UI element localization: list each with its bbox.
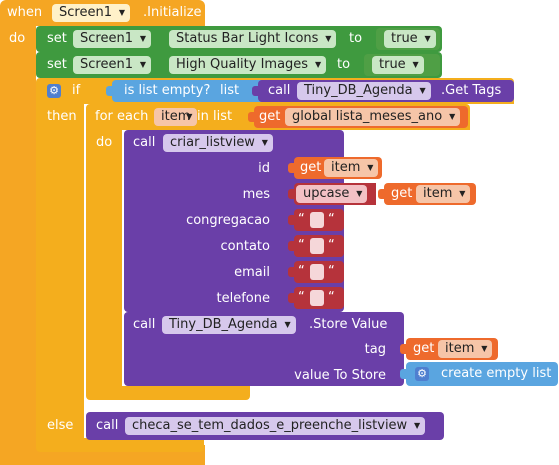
if-block-spine bbox=[36, 104, 84, 444]
param-label-id: id bbox=[258, 161, 270, 176]
property-dropdown-high-quality-images[interactable]: High Quality Images bbox=[169, 56, 327, 74]
create-empty-list-block[interactable] bbox=[406, 362, 558, 386]
puzzle-connector bbox=[288, 215, 294, 225]
to-label: to bbox=[349, 31, 363, 46]
empty-text-field[interactable] bbox=[310, 290, 324, 306]
when-label: when bbox=[7, 5, 43, 20]
puzzle-connector bbox=[400, 369, 406, 379]
procedure-dropdown-checa-se-tem-dados-e-preenche-listview[interactable]: checa_se_tem_dados_e_preenche_listview bbox=[125, 417, 426, 435]
get-label: get bbox=[300, 160, 322, 175]
puzzle-connector bbox=[288, 241, 294, 251]
if-block-footer bbox=[36, 438, 204, 452]
do-label: do bbox=[9, 31, 26, 46]
foreach-do-label: do bbox=[96, 135, 113, 150]
puzzle-connector bbox=[288, 189, 294, 199]
event-block-spine bbox=[0, 26, 36, 456]
puzzle-connector bbox=[288, 293, 294, 303]
param-label-email: email bbox=[234, 265, 270, 280]
call-label: call bbox=[96, 418, 119, 433]
puzzle-connector bbox=[378, 189, 384, 199]
component-dropdown-screen1[interactable]: Screen1 bbox=[73, 30, 151, 48]
gear-icon[interactable]: ⚙ bbox=[415, 367, 429, 381]
param-label-telefone: telefone bbox=[216, 291, 270, 306]
param-label-mes: mes bbox=[242, 187, 270, 202]
empty-text-field[interactable] bbox=[310, 264, 324, 280]
for-each-block-footer bbox=[86, 386, 250, 400]
tag-param-label: tag bbox=[364, 342, 386, 357]
quote-icon: “ bbox=[298, 238, 305, 253]
call-label: call bbox=[133, 317, 156, 332]
param-label-contato: contato bbox=[220, 239, 270, 254]
if-label: if bbox=[72, 83, 81, 98]
quote-icon: “ bbox=[328, 290, 335, 305]
get-label: get bbox=[391, 186, 413, 201]
for-each-block-spine bbox=[86, 130, 122, 392]
component-dropdown-screen1[interactable]: Screen1 bbox=[73, 56, 151, 74]
store-value-method-label: .Store Value bbox=[309, 317, 388, 332]
puzzle-connector bbox=[106, 86, 112, 96]
variable-dropdown-item[interactable]: item bbox=[324, 159, 379, 177]
event-name-label: .Initialize bbox=[143, 5, 202, 20]
quote-icon: “ bbox=[298, 212, 305, 227]
component-dropdown-tiny-db-agenda[interactable]: Tiny_DB_Agenda bbox=[297, 82, 431, 100]
set-label: set bbox=[47, 31, 67, 46]
get-label: get bbox=[259, 109, 281, 124]
procedure-dropdown-criar-listview[interactable]: criar_listview bbox=[163, 134, 273, 152]
component-dropdown-screen1[interactable]: Screen1 bbox=[52, 4, 130, 22]
puzzle-connector bbox=[252, 86, 258, 96]
else-label: else bbox=[47, 418, 74, 433]
puzzle-connector bbox=[400, 344, 406, 354]
empty-text-field[interactable] bbox=[310, 212, 324, 228]
create-empty-list-label: create empty list bbox=[441, 366, 552, 381]
puzzle-connector bbox=[288, 267, 294, 277]
then-label: then bbox=[47, 109, 77, 124]
get-label: get bbox=[413, 341, 435, 356]
call-label: call bbox=[268, 83, 291, 98]
property-dropdown-status-bar-light-icons[interactable]: Status Bar Light Icons bbox=[169, 30, 337, 48]
variable-dropdown-item[interactable]: item bbox=[416, 185, 471, 203]
gear-icon[interactable]: ⚙ bbox=[47, 84, 61, 98]
puzzle-connector bbox=[288, 163, 294, 173]
boolean-dropdown-true[interactable]: true bbox=[384, 30, 436, 48]
loop-variable-item[interactable]: item bbox=[154, 108, 198, 126]
call-label: call bbox=[133, 135, 156, 150]
variable-dropdown-global-lista-meses-ano[interactable]: global lista_meses_ano bbox=[285, 108, 461, 126]
quote-icon: “ bbox=[328, 264, 335, 279]
if-block-else-row bbox=[36, 400, 84, 444]
empty-text-field[interactable] bbox=[310, 238, 324, 254]
set-label: set bbox=[47, 57, 67, 72]
quote-icon: “ bbox=[328, 212, 335, 227]
value-to-store-param-label: value To Store bbox=[294, 368, 386, 383]
variable-dropdown-item[interactable]: item bbox=[438, 340, 493, 358]
in-list-label: in list bbox=[197, 109, 233, 124]
for-each-label: for each bbox=[95, 109, 149, 124]
get-tags-method-label: .Get Tags bbox=[441, 83, 502, 98]
param-label-congregacao: congregacao bbox=[186, 213, 270, 228]
to-label: to bbox=[337, 57, 351, 72]
is-list-empty-label: is list empty? bbox=[124, 83, 211, 98]
list-label: list bbox=[220, 83, 240, 98]
component-dropdown-tiny-db-agenda[interactable]: Tiny_DB_Agenda bbox=[162, 316, 296, 334]
puzzle-connector bbox=[248, 112, 254, 122]
quote-icon: “ bbox=[298, 290, 305, 305]
quote-icon: “ bbox=[328, 238, 335, 253]
text-op-dropdown-upcase[interactable]: upcase bbox=[296, 185, 368, 203]
boolean-dropdown-true[interactable]: true bbox=[372, 56, 424, 74]
quote-icon: “ bbox=[298, 264, 305, 279]
